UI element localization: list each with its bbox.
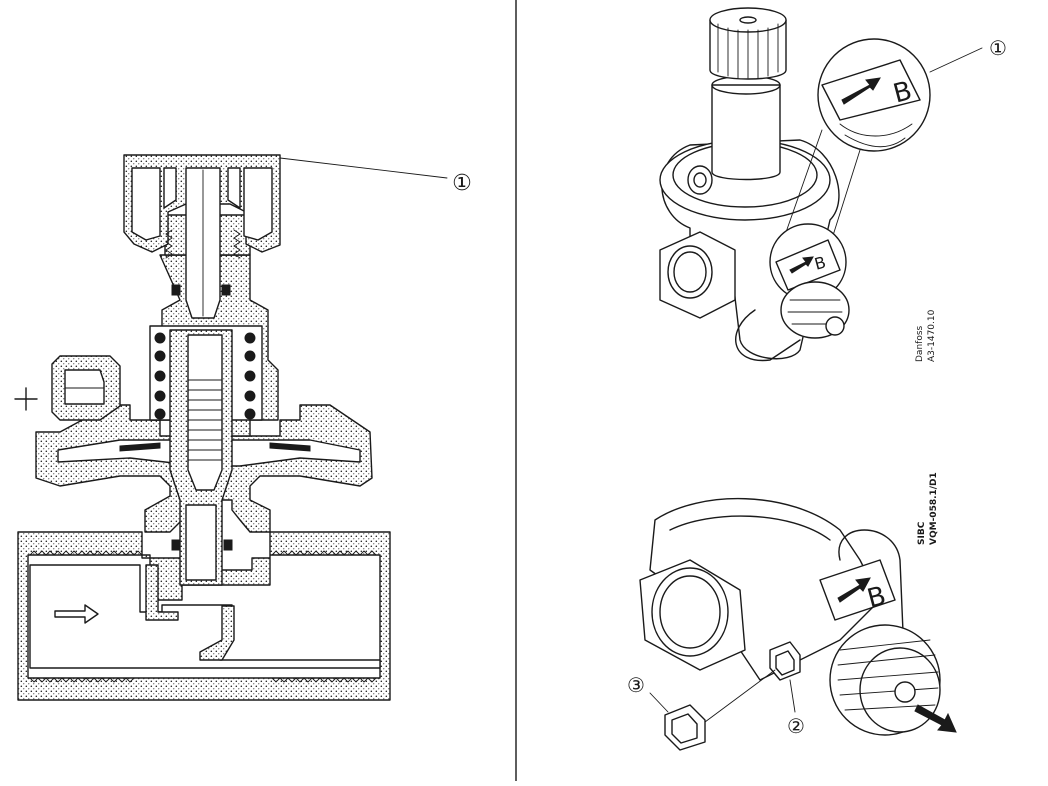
test-cap-bottom-nipple (894, 681, 916, 703)
side-port-top-inner (693, 172, 707, 188)
section-leader-line (279, 157, 448, 179)
knob-top-center (739, 16, 757, 24)
body-bottom-edge (669, 515, 831, 541)
zoom-connector-a (784, 129, 823, 236)
valve-cross-section: ① (14, 154, 472, 701)
knob-grip-mid-right (227, 167, 241, 209)
thread-top (29, 550, 143, 556)
knob-top-face (709, 7, 787, 33)
zoom-connector-b (829, 149, 861, 246)
inlet-bore-top-inner (673, 251, 707, 293)
top-code-line2: A3-1470.10 (927, 309, 937, 362)
spring-left (154, 332, 166, 420)
spindle-square-2-inner (775, 650, 795, 676)
section-callout: ① (452, 171, 472, 196)
diaphragm-plate-right (269, 442, 311, 452)
weir-right (199, 605, 235, 661)
o-ring-upper-left (171, 284, 181, 296)
spindle-thread (187, 379, 223, 461)
knob-grip-left (131, 167, 161, 241)
left-port-bore (64, 369, 105, 405)
callout-two: ② (787, 714, 805, 738)
bottom-arrow (837, 577, 871, 603)
test-cap-bottom-ribs (837, 639, 939, 711)
valve-isometric-bottom: B ② ③ SIBC VQM-058.1/D1 (627, 472, 957, 751)
inlet-bore-bottom-inner (659, 575, 721, 649)
thread-bottom (29, 677, 135, 683)
thread-bottom-right (271, 677, 377, 683)
inlet-bore-top (667, 245, 713, 299)
small-arrow (789, 256, 814, 274)
top-callout: ① (989, 36, 1007, 60)
spring-right (244, 332, 256, 420)
weir (145, 564, 179, 621)
valve-isometric-top: B B ① Danfoss A3-1470.10 (659, 7, 1007, 362)
spindle-square-3-inner (671, 713, 698, 744)
stem-thread (165, 229, 241, 259)
zoom-detail-lines (839, 123, 913, 148)
inlet-bore-bottom (651, 567, 729, 657)
callout-3-leader (649, 692, 669, 713)
o-ring-right (223, 539, 233, 551)
knob-grip-right (243, 167, 273, 241)
spindle-square-3 (664, 704, 706, 751)
tether-top (735, 309, 801, 362)
callout-2-leader (789, 679, 796, 713)
test-cap-nipple (825, 316, 845, 336)
removal-arrow (914, 704, 957, 733)
top-callout-leader (929, 47, 983, 73)
flow-direction-arrow (54, 604, 99, 624)
o-ring-upper-right (221, 284, 231, 296)
crosshair-mark (14, 387, 38, 411)
o-ring-left (171, 539, 181, 551)
spindle-top (711, 84, 781, 181)
bottom-code-line1: SIBC (917, 521, 927, 545)
tether-bottom (838, 529, 906, 681)
small-flow-letter: B (812, 252, 828, 273)
zoom-arrow-top (841, 77, 881, 105)
detail-leader (704, 669, 776, 723)
valve-cone (185, 504, 217, 581)
knob-grip-mid-left (163, 167, 177, 209)
top-code-line1: Danfoss (915, 325, 925, 362)
spindle-bore (187, 334, 223, 491)
bottom-code-line2: VQM-058.1/D1 (929, 472, 939, 545)
body-bottom (649, 497, 881, 681)
side-port-top (687, 165, 713, 195)
callout-three: ③ (627, 673, 645, 697)
zoom-ribbon-top (821, 59, 921, 121)
knob-ribs (717, 23, 779, 79)
thread-top-right (271, 550, 377, 556)
diaphragm-plate (119, 442, 161, 452)
